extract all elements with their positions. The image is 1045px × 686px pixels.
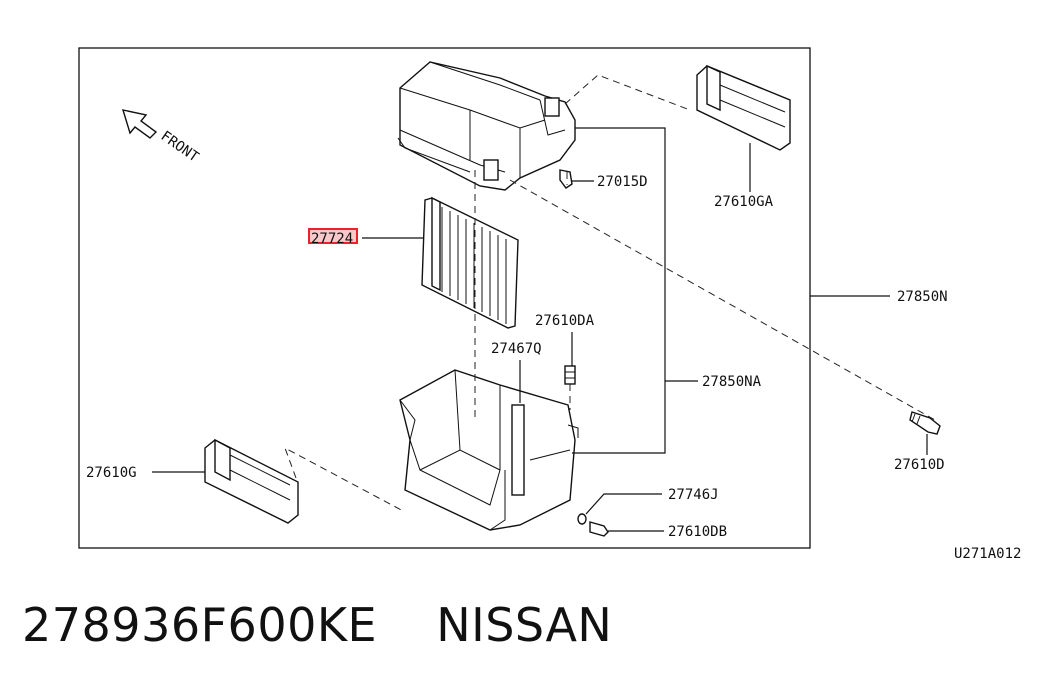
lower-housing-part	[399, 369, 579, 531]
front-arrow-icon	[121, 109, 158, 139]
label-27015d[interactable]: 27015D	[597, 174, 648, 190]
diagram-frame	[78, 47, 811, 549]
clip-27015d-icon	[559, 169, 573, 189]
assembly-guide-lines	[284, 74, 936, 513]
figure-code: U271A012	[954, 546, 1021, 562]
duct-left-part	[204, 438, 299, 524]
screw-27610d-icon	[909, 411, 941, 435]
filter-part	[421, 196, 519, 329]
label-27850n[interactable]: 27850N	[897, 289, 948, 305]
screw-27610da-icon	[564, 365, 576, 385]
label-27850na[interactable]: 27850NA	[702, 374, 762, 390]
duct-right-part	[696, 64, 791, 151]
label-27610da[interactable]: 27610DA	[535, 313, 595, 329]
label-27610d[interactable]: 27610D	[894, 457, 945, 473]
front-label: FRONT	[158, 128, 202, 166]
label-27610db[interactable]: 27610DB	[668, 524, 727, 540]
label-27610ga[interactable]: 27610GA	[714, 194, 774, 210]
brand-name: NISSAN	[436, 598, 613, 652]
part-number: 278936F600KE	[22, 598, 378, 652]
screw-27610db-icon	[589, 521, 609, 537]
upper-housing-part	[397, 61, 576, 191]
label-27724[interactable]: 27724	[311, 231, 353, 247]
label-27467q[interactable]: 27467Q	[491, 341, 542, 357]
part-highlight-fill	[310, 230, 356, 242]
parts-diagram: FRONT	[78, 47, 1021, 562]
leader-lines	[152, 127, 928, 532]
washer-27746j-icon	[577, 513, 587, 525]
footer: 278936F600KE NISSAN	[22, 598, 612, 652]
label-27610g[interactable]: 27610G	[86, 465, 137, 481]
label-27746j[interactable]: 27746J	[668, 487, 719, 503]
part-highlight	[308, 228, 358, 244]
